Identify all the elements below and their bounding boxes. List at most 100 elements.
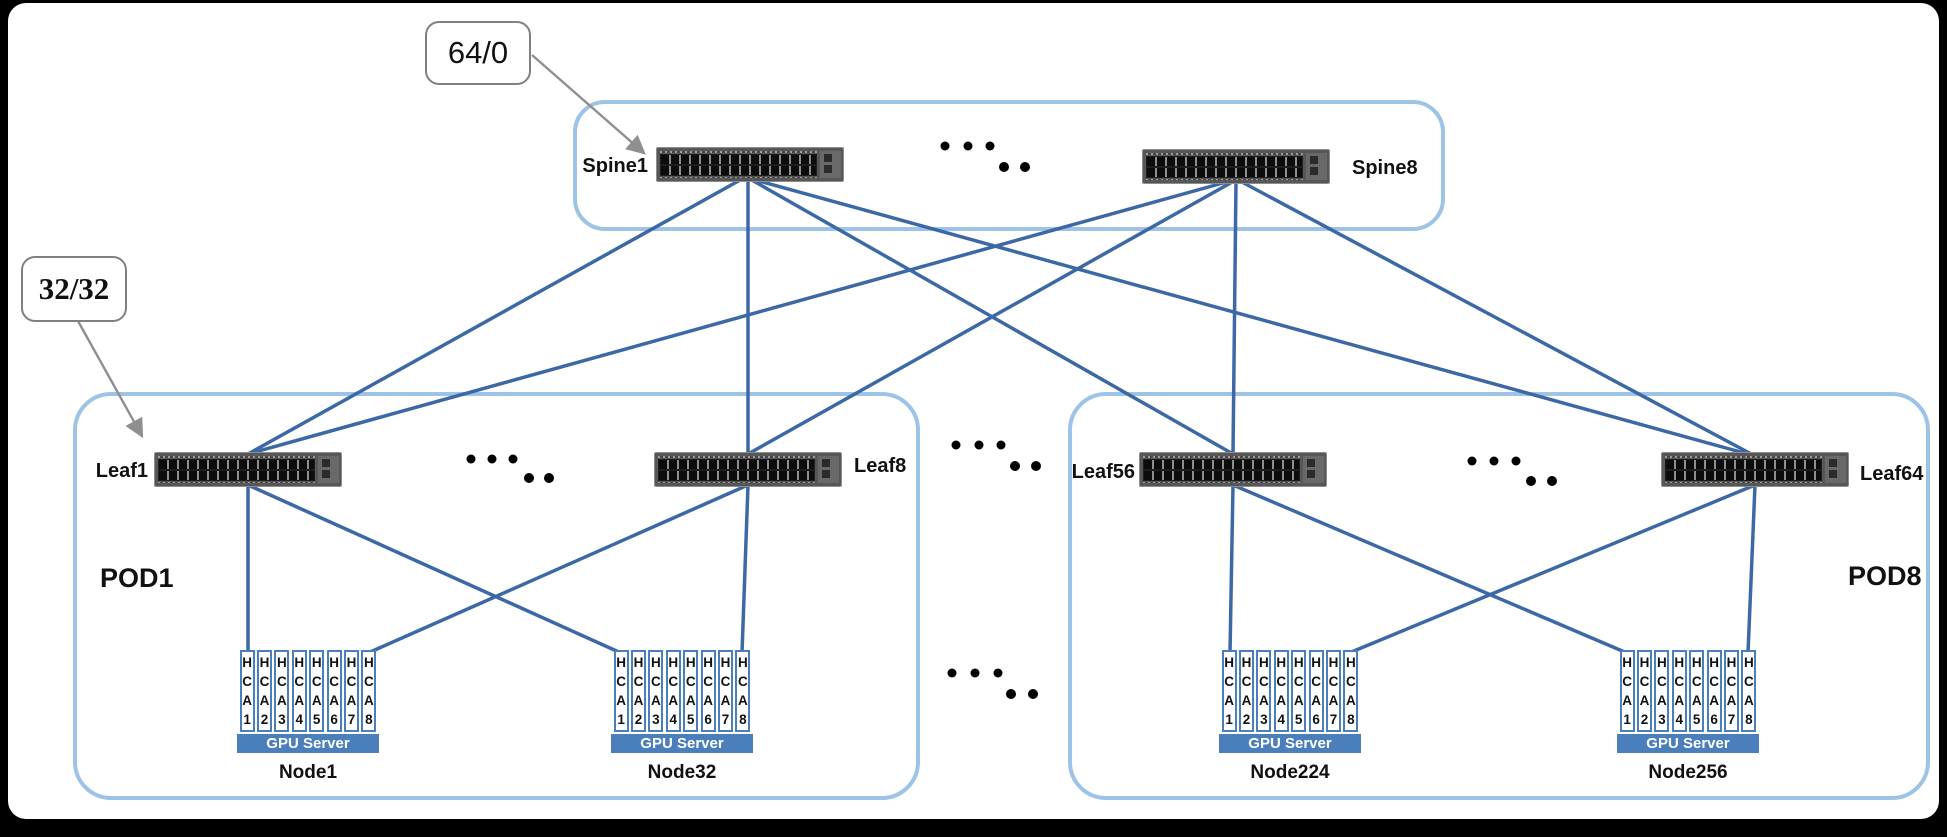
ellipsis-dots-pod8-leaves: [1467, 456, 1557, 486]
pod1-label: POD1: [100, 563, 174, 593]
pod8-label: POD8: [1848, 561, 1922, 591]
spine-group-box: [573, 100, 1445, 231]
hca-cell: H C A 8: [1741, 650, 1757, 732]
hca-cell: H C A 7: [343, 650, 359, 732]
gpu-server-bar: GPU Server: [1617, 734, 1759, 753]
ellipsis-dots-spines: [940, 141, 1030, 172]
leaf1-label: Leaf1: [95, 460, 148, 482]
hca-cell: H C A 2: [257, 650, 273, 732]
hca-cell: H C A 3: [1256, 650, 1272, 732]
edge-spine8-leaf56: [1231, 180, 1238, 455]
gpu-server-bar: GPU Server: [237, 734, 379, 753]
hca-cell: H C A 5: [1291, 650, 1307, 732]
spine8-label: Spine8: [1352, 157, 1418, 179]
leaf1-switch: [154, 452, 342, 487]
hca-cell: H C A 7: [1723, 650, 1739, 732]
switch-side-panel: [818, 456, 839, 483]
leaf64-label: Leaf64: [1860, 463, 1924, 485]
edge-spine8-leaf8: [747, 179, 1235, 456]
switch-rail: [660, 176, 817, 178]
hca-cell: H C A 5: [1689, 650, 1705, 732]
edge-leaf56-node256: [1232, 483, 1628, 655]
leaf56-switch: [1139, 452, 1327, 487]
switch-side-panel: [1303, 456, 1324, 483]
hca-cell: H C A 1: [239, 650, 255, 732]
edge-spine8-leaf64: [1239, 179, 1756, 458]
spine-ports-callout: 64/0: [425, 21, 531, 85]
gpu-server-bar: GPU Server: [1219, 734, 1361, 753]
node-label: Node1: [278, 762, 338, 783]
leaf-ports-callout-text: 32/32: [38, 271, 110, 306]
edge-leaf8-node32: [740, 484, 750, 654]
hca-cell: H C A 4: [1273, 650, 1289, 732]
leaf56-label: Leaf56: [1071, 461, 1135, 483]
hca-cell: H C A 7: [717, 650, 733, 732]
hca-cell: H C A 6: [700, 650, 716, 732]
switch-side-panel: [1306, 153, 1327, 180]
hca-cell: H C A 2: [631, 650, 647, 732]
edge-spine1-leaf1: [247, 177, 743, 456]
edge-leaf56-node224: [1228, 484, 1235, 654]
hca-cell: H C A 4: [291, 650, 307, 732]
hca-cell: H C A 1: [613, 650, 629, 732]
pod1-box: [73, 392, 920, 800]
hca-cell: H C A 1: [1619, 650, 1635, 732]
connections-overlay: [76, 54, 1757, 699]
hca-cell: H C A 2: [1637, 650, 1653, 732]
hca-cell: H C A 6: [1308, 650, 1324, 732]
edge-leaf8-node1: [367, 483, 749, 655]
hca-cell: H C A 3: [274, 650, 290, 732]
leaf64-switch: [1661, 452, 1849, 487]
node-label: Node32: [647, 762, 717, 783]
hca-cell: H C A 8: [361, 650, 377, 732]
node-label: Node256: [1648, 762, 1728, 783]
hca-cell: H C A 3: [648, 650, 664, 732]
hca-cell: H C A 3: [1654, 650, 1670, 732]
switch-side-panel: [1825, 456, 1846, 483]
edge-leaf64-node256: [1746, 484, 1757, 654]
spine1-label: Spine1: [582, 155, 648, 177]
hca-cell: H C A 2: [1239, 650, 1255, 732]
edge-leaf1-node32: [247, 483, 622, 655]
leaf8-label: Leaf8: [854, 455, 907, 477]
leaf-callout-arrow: [76, 320, 144, 439]
hca-cell: H C A 5: [683, 650, 699, 732]
hca-cell: H C A 8: [1343, 650, 1359, 732]
edge-spine1-leaf64: [751, 177, 1756, 458]
hca-cell: H C A 6: [1706, 650, 1722, 732]
hca-cell: H C A 1: [1221, 650, 1237, 732]
ellipsis-dots-pod1-leaves: [466, 454, 554, 483]
hca-cell: H C A 6: [326, 650, 342, 732]
spine-callout-arrow: [531, 54, 646, 155]
switch-ports: [660, 153, 817, 176]
spine-ports-callout-text: 64/0: [447, 35, 509, 70]
spine8-switch: [1142, 149, 1330, 184]
hca-cell: H C A 4: [665, 650, 681, 732]
hca-cell: H C A 4: [1671, 650, 1687, 732]
leaf-ports-callout: 32/32: [21, 256, 127, 322]
leaf8-switch: [654, 452, 842, 487]
ellipsis-dots-mid-lower: [947, 668, 1038, 699]
hca-cell: H C A 8: [735, 650, 751, 732]
gpu-server-bar: GPU Server: [611, 734, 753, 753]
hca-cell: H C A 5: [309, 650, 325, 732]
switch-side-panel: [318, 456, 339, 483]
canvas-page: 64/0 32/32: [8, 3, 1939, 819]
pod8-box: [1068, 392, 1930, 800]
switch-side-panel: [820, 151, 841, 178]
edge-leaf64-node224: [1348, 483, 1756, 655]
node-label: Node224: [1250, 762, 1330, 783]
edge-spine8-leaf1: [247, 179, 1231, 456]
switch-rail: [660, 151, 817, 153]
spine1-switch: [656, 147, 844, 182]
hca-cell: H C A 7: [1325, 650, 1341, 732]
ellipsis-dots-mid-upper: [951, 440, 1041, 471]
